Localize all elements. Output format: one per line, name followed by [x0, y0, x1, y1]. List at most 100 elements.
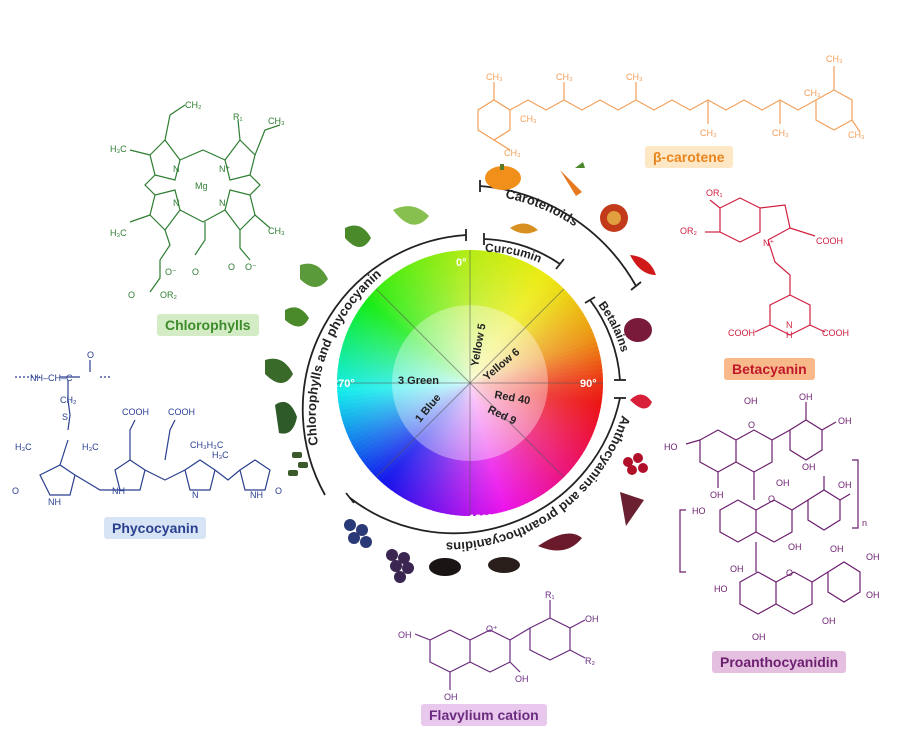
svg-text:OH: OH: [822, 616, 836, 626]
flavylium-atoms: OH O⁺ R₁ OH R₂ OH OH: [398, 590, 599, 702]
svg-text:N: N: [219, 198, 226, 208]
svg-text:H₃C: H₃C: [82, 442, 99, 452]
svg-text:CH₂: CH₂: [185, 100, 202, 110]
svg-text:OH: OH: [730, 564, 744, 574]
proanthocyanidin-atoms: OH OH OH HO O OH OH OH OH HO O OH OH OH …: [664, 392, 880, 642]
svg-text:NH–CH–C: NH–CH–C: [30, 373, 73, 383]
cranberries-image: [623, 453, 648, 475]
herb-image: [300, 263, 328, 287]
chia-image: [488, 557, 520, 573]
svg-text:N⁺: N⁺: [219, 164, 230, 174]
degree-0: 0°: [456, 257, 467, 269]
label-betacyanin: Betacyanin: [724, 358, 815, 380]
svg-text:O: O: [12, 486, 19, 496]
red-pepper-image: [630, 255, 656, 275]
svg-text:OH: OH: [866, 552, 880, 562]
grapes-image: [386, 549, 414, 583]
svg-text:COOH: COOH: [168, 407, 195, 417]
lettuce-image: [393, 206, 429, 225]
svg-text:O: O: [275, 486, 282, 496]
sorghum-image: [538, 533, 582, 551]
svg-text:OH: OH: [710, 490, 724, 500]
svg-text:N: N: [173, 164, 180, 174]
broccoli-image: [345, 225, 371, 247]
phycocyanin-structure: [15, 360, 271, 496]
svg-text:OH: OH: [802, 462, 816, 472]
purple-flower-image: [620, 492, 644, 526]
svg-text:OH: OH: [585, 614, 599, 624]
svg-text:CH₃: CH₃: [504, 148, 521, 158]
parsley-image: [285, 307, 309, 327]
beet-image: [624, 318, 652, 342]
svg-text:OR₁: OR₁: [706, 188, 723, 198]
label-betacarotene: β-carotene: [645, 146, 733, 168]
blueberries-image: [344, 519, 372, 548]
svg-text:R₂: R₂: [585, 656, 595, 666]
svg-text:O: O: [192, 267, 199, 277]
svg-text:OH: OH: [830, 544, 844, 554]
flavylium-structure: [414, 600, 586, 690]
chlorophyll-structure: [129, 104, 281, 293]
svg-text:H₃C: H₃C: [110, 228, 127, 238]
label-proanthocyanidin: Proanthocyanidin: [712, 651, 847, 673]
svg-text:CH₃: CH₃: [626, 72, 643, 82]
betacyanin-structure: [705, 197, 826, 336]
carrot-image: [560, 170, 582, 196]
svg-text:CH₃: CH₃: [700, 128, 717, 138]
degree-180: 180°: [469, 513, 492, 525]
svg-text:OH: OH: [515, 674, 529, 684]
black-rice-image: [429, 558, 461, 576]
dye-green3: 3 Green: [398, 375, 439, 387]
label-phycocyanin: Phycocyanin: [104, 517, 207, 539]
svg-text:CH₃: CH₃: [848, 130, 865, 140]
svg-text:N: N: [192, 490, 199, 500]
svg-text:R₁: R₁: [233, 112, 243, 122]
svg-text:CH₃: CH₃: [804, 88, 821, 98]
wheel-spokes: [337, 250, 603, 516]
pumpkin-image: [485, 166, 521, 190]
svg-text:CH₃: CH₃: [268, 116, 285, 126]
svg-text:OR₂: OR₂: [680, 226, 698, 236]
svg-text:CH₃: CH₃: [556, 72, 573, 82]
svg-text:H: H: [786, 330, 793, 340]
svg-text:H₃C: H₃C: [15, 442, 32, 452]
strawberry-image: [630, 394, 652, 409]
svg-text:O: O: [748, 420, 755, 430]
svg-text:OH: OH: [838, 416, 852, 426]
svg-text:S: S: [62, 412, 68, 422]
svg-text:O: O: [768, 494, 775, 504]
betacarotene-structure: [477, 66, 861, 151]
spinach-image: [265, 358, 293, 383]
svg-text:R₁: R₁: [545, 590, 555, 600]
svg-text:N⁺: N⁺: [763, 238, 774, 248]
turmeric-image: [510, 223, 538, 234]
food-images: [265, 162, 656, 583]
svg-text:COOH: COOH: [728, 328, 755, 338]
svg-text:NH: NH: [48, 497, 61, 507]
svg-text:CH₃H₃C: CH₃H₃C: [190, 440, 224, 450]
label-chlorophylls: Chlorophylls: [157, 314, 259, 336]
degree-90: 90°: [580, 378, 597, 390]
svg-text:HO: HO: [714, 584, 728, 594]
svg-text:CH₂: CH₂: [60, 395, 77, 405]
svg-text:COOH: COOH: [122, 407, 149, 417]
svg-text:Mg: Mg: [195, 181, 208, 191]
svg-text:N: N: [786, 320, 793, 330]
proanthocyanidin-structure: [679, 402, 861, 615]
svg-text:OH: OH: [444, 692, 458, 702]
svg-text:H₃C: H₃C: [110, 144, 127, 154]
svg-text:CH₃: CH₃: [520, 114, 537, 124]
betacarotene-atoms: CH₃ CH₃ CH₃ CH₃ CH₃ CH₃ CH₃ CH₃ CH₃ CH₃: [486, 54, 865, 158]
degree-270: 270°: [332, 378, 355, 390]
svg-text:CH₃: CH₃: [486, 72, 503, 82]
svg-text:O: O: [786, 568, 793, 578]
svg-text:OH: OH: [744, 396, 758, 406]
kale-image: [275, 401, 297, 434]
svg-text:OH: OH: [776, 478, 790, 488]
betacyanin-atoms: OR₁ OR₂ N⁺ COOH COOH H N COOH: [680, 188, 849, 340]
svg-text:CH₃: CH₃: [772, 128, 789, 138]
svg-text:O⁺: O⁺: [486, 624, 498, 634]
svg-text:COOH: COOH: [822, 328, 849, 338]
svg-text:OH: OH: [398, 630, 412, 640]
svg-text:OH: OH: [838, 480, 852, 490]
